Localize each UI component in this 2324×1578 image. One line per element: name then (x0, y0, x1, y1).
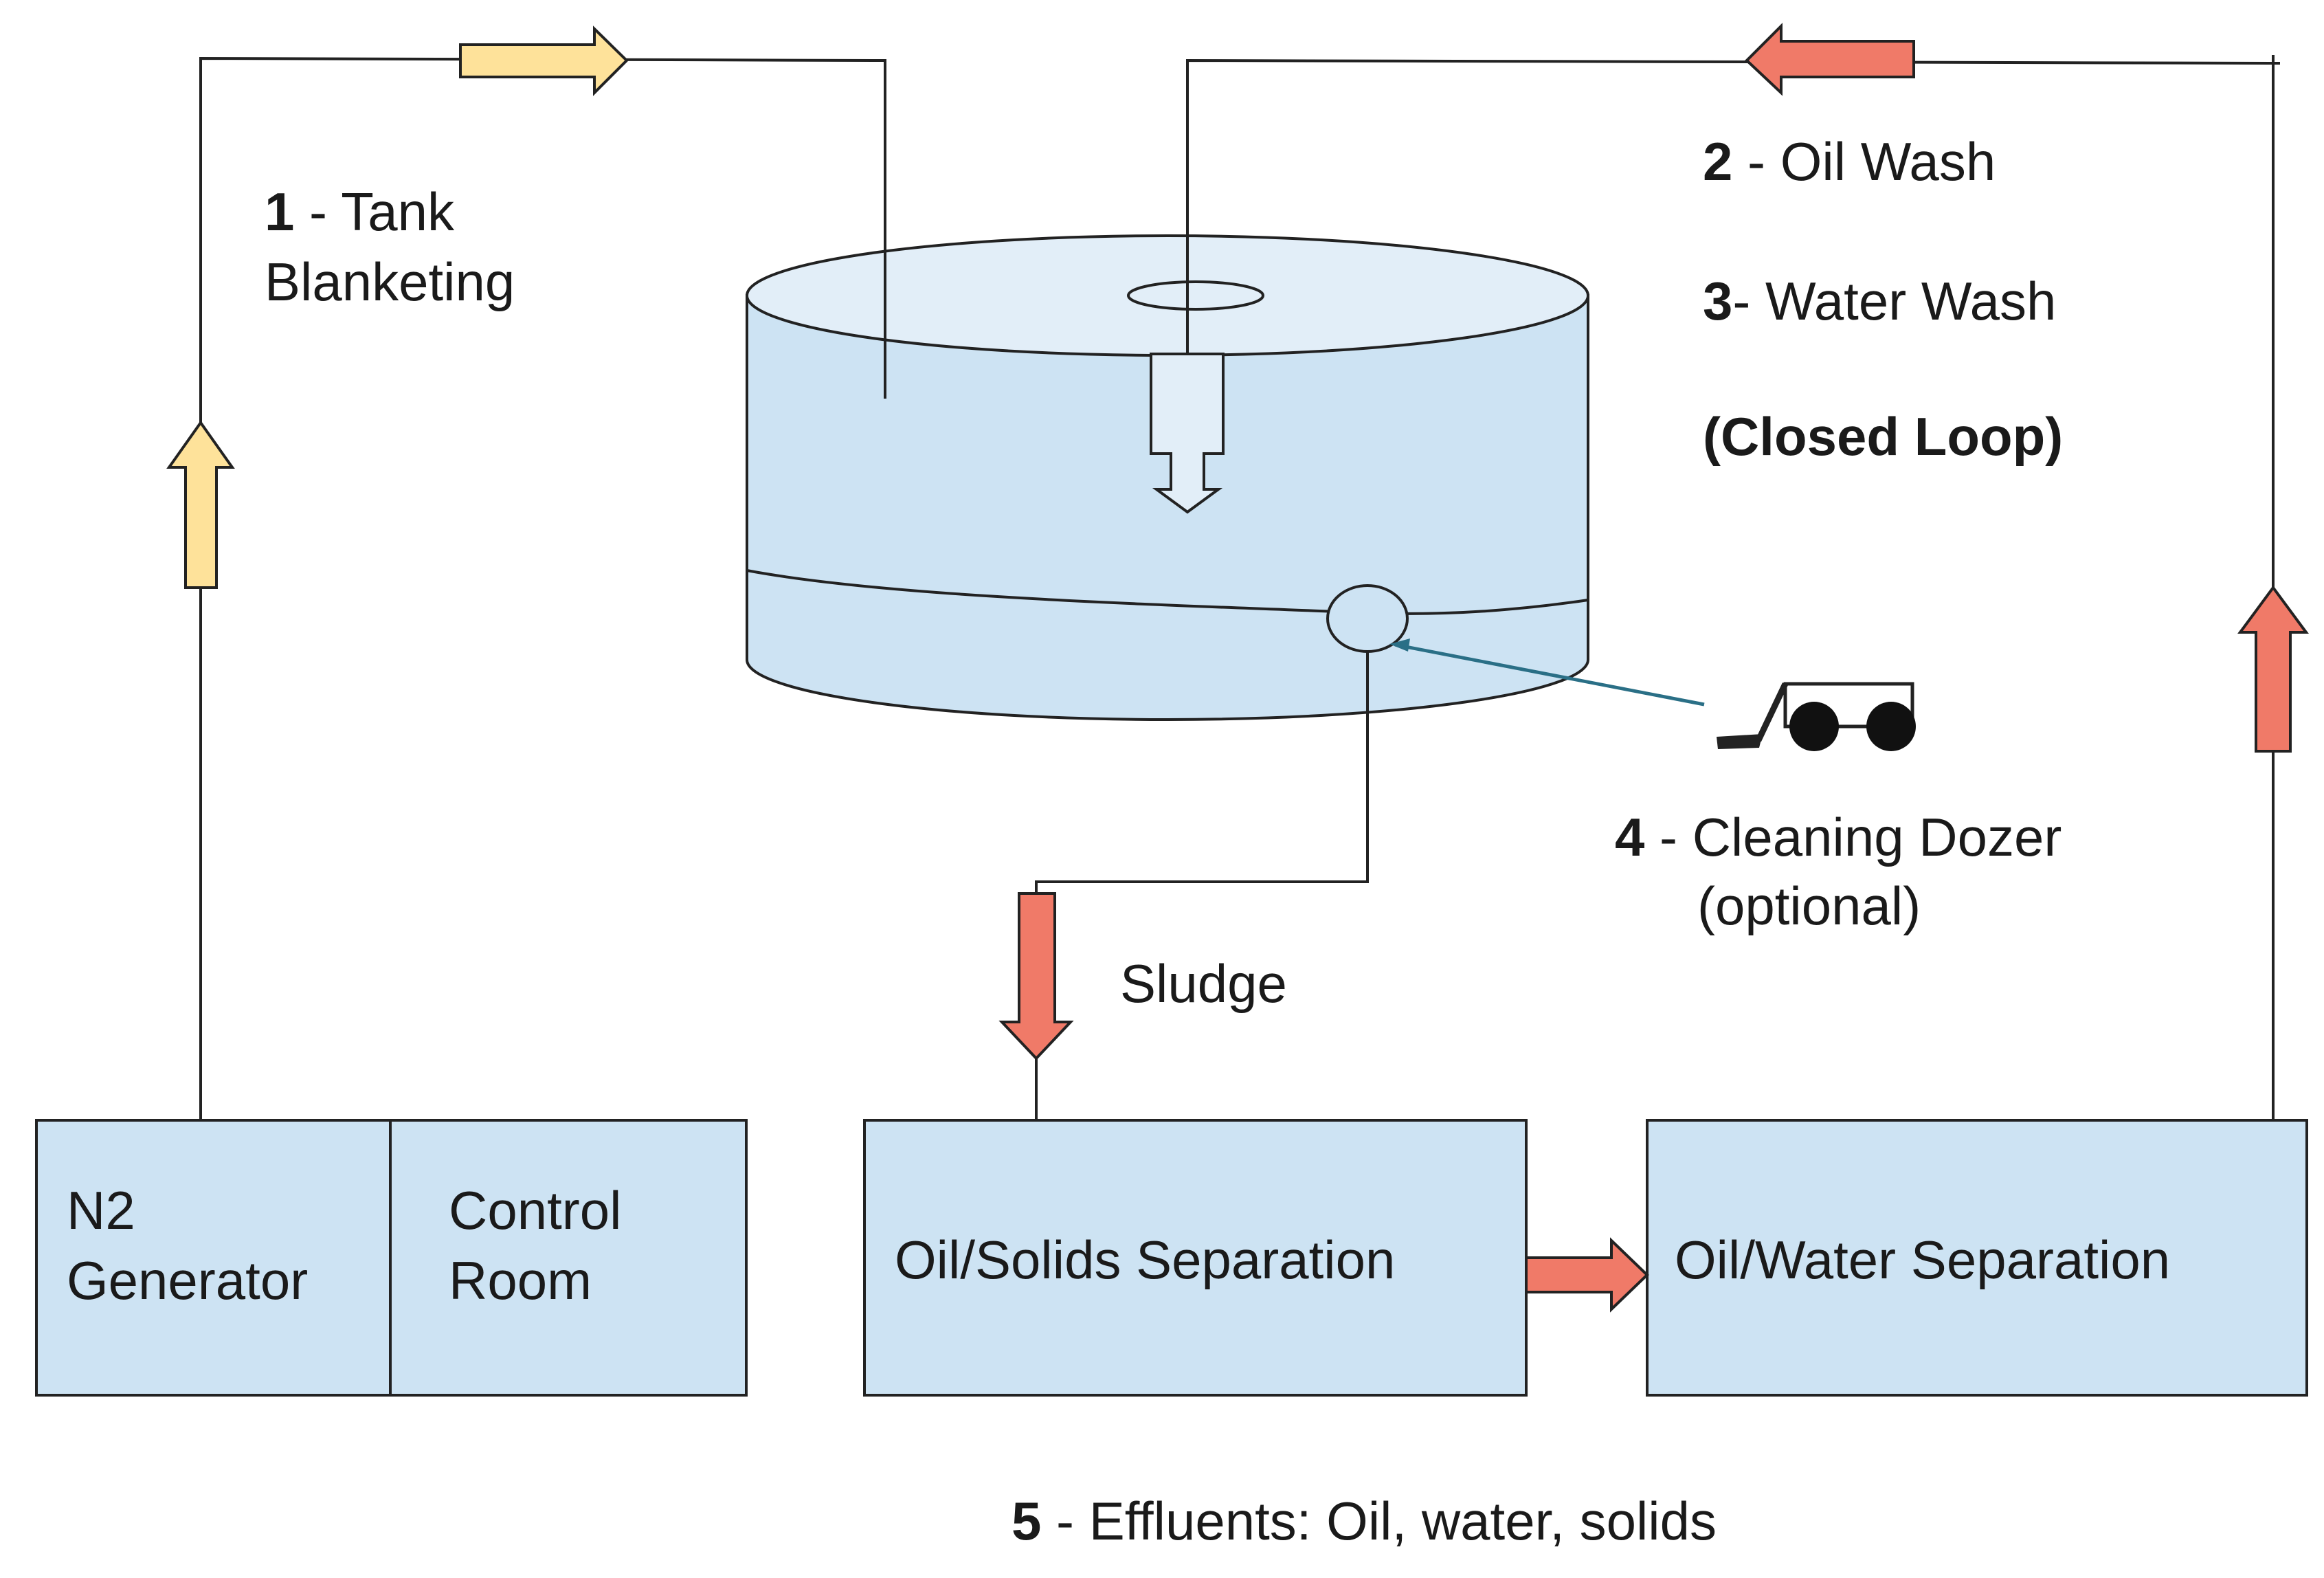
sludge-level-line (746, 569, 1589, 615)
cleaning-dozer-label-2: (optional) (1697, 876, 1921, 936)
blanketing-arrow-up (166, 420, 235, 589)
dozer-pointer-line (1394, 643, 1705, 707)
blanketing-arrow-right (459, 25, 629, 96)
oil-water-separation-label: Oil/Water Separation (1675, 1230, 2170, 1290)
water-wash-label: 3- Water Wash (1703, 271, 2056, 331)
control-room-label-1: Control (449, 1180, 621, 1241)
effluents-label: 5 - Effluents: Oil, water, solids (1012, 1491, 1717, 1551)
n2-generator-label-2: Generator (67, 1250, 308, 1311)
sludge-label: Sludge (1120, 953, 1287, 1014)
control-room-box (389, 1119, 748, 1397)
sludge-outlet-circle (1326, 584, 1409, 653)
oil-wash-label: 2 - Oil Wash (1703, 131, 1996, 192)
n2-generator-label-1: N2 (67, 1180, 135, 1241)
storage-tank-icon (746, 234, 1589, 721)
wash-feed-line (1186, 58, 2281, 354)
tank-blanketing-label-2: Blanketing (265, 252, 515, 312)
dozer-pointer-head (1389, 638, 1410, 652)
wash-arrow-up (2237, 585, 2309, 753)
wash-arrow-left (1745, 23, 1915, 96)
oil-solids-separation-box (863, 1119, 1528, 1397)
oil-solids-separation-label: Oil/Solids Separation (895, 1230, 1395, 1290)
tank-hatch (1127, 280, 1264, 311)
sludge-line (1035, 652, 1369, 893)
n2-control-unit: N2 Generator Control Room (35, 1119, 748, 1397)
separation-transfer-arrow (1525, 1237, 1649, 1313)
wash-nozzle-icon (1150, 353, 1225, 514)
tank-blanketing-label: 1 - Tank (265, 181, 455, 242)
closed-loop-label: (Closed Loop) (1703, 406, 2063, 467)
control-room-label-2: Room (449, 1250, 592, 1311)
cleaning-dozer-icon (1717, 682, 1916, 751)
cleaning-dozer-label: 4 - Cleaning Dozer (1615, 807, 2062, 867)
oil-water-separation-box (1646, 1119, 2308, 1397)
sludge-arrow-down (998, 892, 1074, 1060)
n2-generator-box (35, 1119, 392, 1397)
